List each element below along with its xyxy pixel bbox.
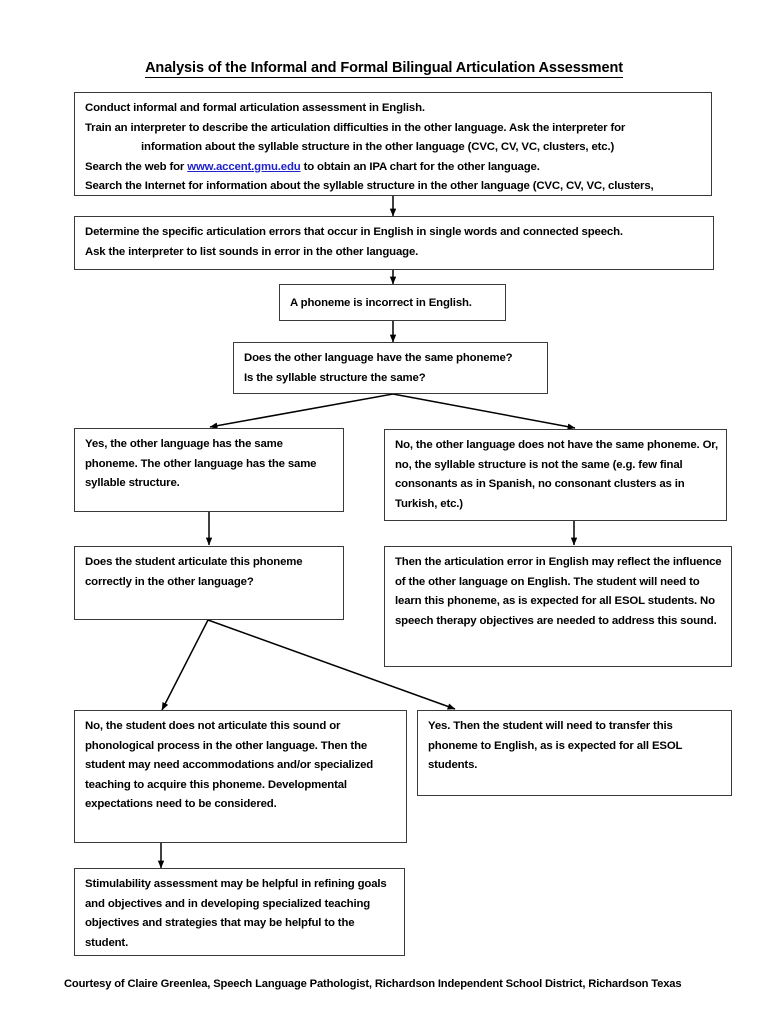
connector-box4-box5 (209, 393, 394, 429)
box5-text: Yes, the other language has the same pho… (85, 438, 317, 489)
box9-text: No, the student does not articulate this… (85, 720, 374, 810)
box4-line-1: Does the other language have the same ph… (244, 352, 513, 364)
flowchart-box-stimulability: Stimulability assessment may be helpful … (74, 868, 405, 956)
flowchart-box-language-influence: Then the articulation error in English m… (384, 546, 732, 667)
page-title: Analysis of the Informal and Formal Bili… (0, 60, 768, 78)
box1-line-5: Search the Internet for information abou… (85, 180, 654, 192)
box2-line-2: Ask the interpreter to list sounds in er… (85, 245, 419, 258)
box11-text: Stimulability assessment may be helpful … (85, 878, 387, 949)
box1-line-4-post: to obtain an IPA chart for the other lan… (300, 160, 540, 173)
connector-box4-box6 (392, 393, 576, 430)
box7-text: Does the student articulate this phoneme… (85, 556, 303, 588)
flowchart-box-step-2: Determine the specific articulation erro… (74, 216, 714, 270)
flowchart-box-yes-transfer-phoneme: Yes. Then the student will need to trans… (417, 710, 732, 796)
flowchart-box-phoneme-incorrect: A phoneme is incorrect in English. (279, 284, 506, 321)
box8-text: Then the articulation error in English m… (395, 556, 722, 627)
box1-line-3: information about the syllable structure… (141, 141, 615, 153)
connector-box7-box9 (161, 619, 209, 711)
box10-text: Yes. Then the student will need to trans… (428, 720, 683, 771)
flowchart-box-no-articulation: No, the student does not articulate this… (74, 710, 407, 843)
box1-line-2: Train an interpreter to describe the art… (85, 121, 626, 134)
flowchart-box-yes-same-phoneme: Yes, the other language has the same pho… (74, 428, 344, 512)
box1-line-4: Search the web for www.accent.gmu.edu to… (85, 158, 703, 178)
box4-line-2: Is the syllable structure the same? (244, 371, 426, 384)
flowchart-box-no-same-phoneme: No, the other language does not have the… (384, 429, 727, 521)
box1-line-1: Conduct informal and formal articulation… (85, 102, 425, 114)
box1-line-4-pre: Search the web for (85, 160, 188, 173)
page-title-text: Analysis of the Informal and Formal Bili… (145, 60, 623, 78)
box6-text: No, the other language does not have the… (395, 439, 718, 510)
box2-line-1: Determine the specific articulation erro… (85, 226, 623, 238)
accent-gmu-link[interactable]: www.accent.gmu.edu (187, 160, 301, 173)
flowchart-box-decision-same-phoneme: Does the other language have the same ph… (233, 342, 548, 394)
box3-line-1: A phoneme is incorrect in English. (290, 296, 472, 309)
footer-credit: Courtesy of Claire Greenlea, Speech Lang… (64, 978, 682, 990)
flowchart-box-step-1: Conduct informal and formal articulation… (74, 92, 712, 196)
flowchart-box-decision-articulates-correctly: Does the student articulate this phoneme… (74, 546, 344, 620)
